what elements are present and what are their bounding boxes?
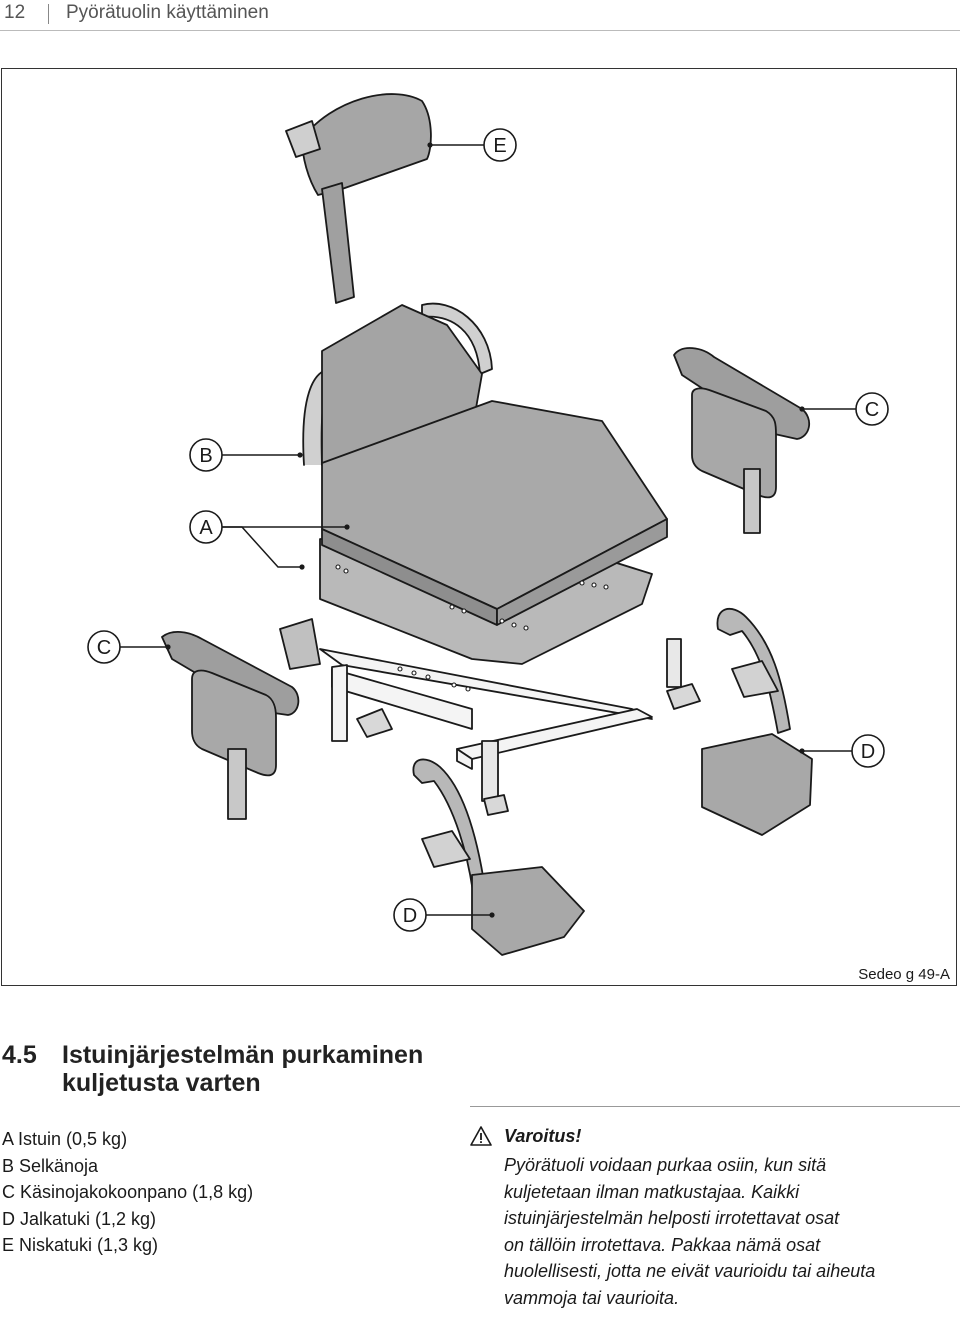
- headrest-bracket: [285, 120, 321, 158]
- header-separator: [48, 4, 49, 24]
- warning-title: Varoitus!: [504, 1126, 582, 1146]
- list-item: D Jalkatuki (1,2 kg): [2, 1208, 157, 1229]
- headrest-post: [321, 182, 355, 304]
- callout-b: [189, 438, 223, 472]
- headrest-pad: [301, 93, 432, 196]
- right-footrest-bracket: [731, 660, 779, 698]
- backrest-tube-right: [421, 302, 493, 375]
- list-item: E Niskatuki (1,3 kg): [2, 1235, 159, 1255]
- header-divider: [0, 30, 960, 31]
- list-item: C Käsinojakokoonpano (1,8 kg): [2, 1182, 254, 1202]
- callout-label-b: B: [199, 445, 212, 467]
- callout-label-c-left: C: [97, 637, 111, 659]
- base-frame: [319, 638, 701, 816]
- left-armrest-post: [227, 748, 247, 820]
- section-title-line1: Istuinjärjestelmän purkaminen: [62, 1041, 424, 1069]
- bottom-footrest-plate: [471, 866, 585, 956]
- seat-cushion-front: [496, 518, 668, 626]
- list-item: A Istuin (0,5 kg): [2, 1129, 128, 1149]
- parts-list: A Istuin (0,5 kg) B Selkänoja C Käsinoja…: [2, 1126, 253, 1259]
- right-footrest-tube: [716, 607, 791, 734]
- warning-triangle-icon: [470, 1126, 492, 1146]
- left-front-bracket: [279, 618, 321, 670]
- section-heading: 4.5 Istuinjärjestelmän purkaminen kuljetu…: [2, 1041, 423, 1097]
- section-title-line2: kuljetusta varten: [62, 1069, 261, 1097]
- callout-label-d-right: D: [861, 741, 875, 763]
- section-number: 4.5: [2, 1041, 37, 1069]
- list-item: B Selkänoja: [2, 1155, 99, 1176]
- right-footrest-plate: [701, 733, 813, 836]
- page-header: 12 Pyörätuolin käyttäminen: [0, 0, 960, 31]
- wheelchair-seat-illustration: E C B A C D D: [87, 93, 889, 956]
- callout-c-left: [87, 630, 121, 664]
- callout-d-right: [851, 734, 885, 768]
- callout-label-e: E: [493, 135, 506, 157]
- callout-label-c-right: C: [865, 399, 879, 421]
- right-armrest-post: [743, 468, 761, 534]
- figure-caption: Sedeo g 49-A: [858, 966, 950, 983]
- bottom-footrest-bracket: [421, 830, 471, 868]
- warning-divider: [470, 1106, 960, 1107]
- exploded-view-figure: E C B A C D D Sedeo g 49-A: [1, 68, 957, 986]
- callout-d-bottom: [393, 898, 427, 932]
- callout-label-a: A: [199, 517, 213, 539]
- chapter-title: Pyörätuolin käyttäminen: [66, 2, 269, 23]
- callout-e: [483, 128, 517, 162]
- callout-a: [189, 510, 223, 544]
- left-armrest-side: [191, 669, 277, 777]
- warning-text: Pyörätuoli voidaan purkaa osiin, kun sit…: [504, 1155, 876, 1308]
- page-number: 12: [4, 2, 26, 23]
- callout-c-right: [855, 392, 889, 426]
- callout-label-d-bottom: D: [403, 905, 417, 927]
